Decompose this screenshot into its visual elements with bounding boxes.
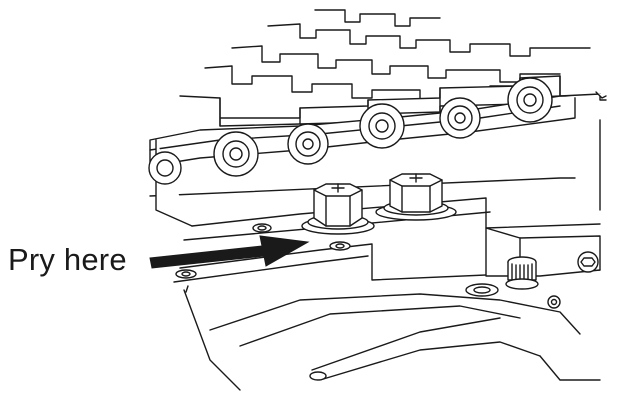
chain-roller-3 bbox=[287, 123, 329, 165]
chain-roller-2 bbox=[213, 131, 259, 177]
screw-head-6 bbox=[547, 295, 561, 309]
chain-roller-5 bbox=[439, 97, 481, 139]
knurled-knob bbox=[505, 256, 539, 290]
pry-arrow bbox=[149, 235, 310, 269]
chain-roller-4 bbox=[359, 103, 405, 149]
pry-here-label: Pry here bbox=[8, 242, 127, 277]
screw-head-1 bbox=[252, 223, 272, 233]
screw-head-2 bbox=[329, 241, 351, 251]
screw-head-5 bbox=[465, 283, 499, 297]
guide-blade bbox=[209, 293, 601, 381]
right-frame bbox=[559, 91, 607, 211]
conveyor-slats bbox=[179, 9, 591, 127]
chain-roller-6 bbox=[507, 77, 553, 123]
hex-socket-screw bbox=[577, 251, 599, 273]
chain-roller-1 bbox=[148, 151, 182, 185]
hex-bolt-2 bbox=[375, 173, 457, 221]
hex-bolt-1 bbox=[301, 183, 375, 235]
screw-head-3 bbox=[175, 269, 197, 279]
